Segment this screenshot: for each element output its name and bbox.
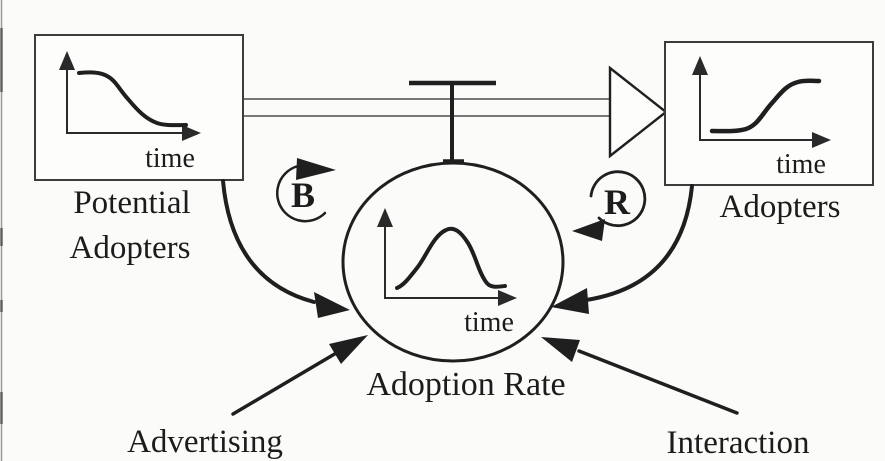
adopters-stock: time [664, 41, 874, 186]
balancing-loop-arrowhead-icon [296, 158, 336, 180]
adoption-rate-trend-chart-icon [377, 208, 517, 306]
link-advertising-to-adoption-rate [231, 335, 368, 416]
potential-adopters-label-line1: Potential [73, 185, 190, 221]
link-potential-adopters-to-adoption-rate [221, 179, 350, 318]
potential-adopters-trend-chart-icon [59, 51, 201, 141]
adoption-rate-flow-node: time [341, 161, 565, 363]
link-interaction-to-adoption-rate [541, 337, 739, 415]
adopters-trend-chart-icon [692, 56, 831, 148]
adopters-label: Adopters [720, 189, 841, 225]
flow-outflow-triangle-icon [608, 65, 668, 159]
adoption-rate-label: Adoption Rate [366, 366, 565, 403]
balancing-loop-label: B [291, 175, 315, 215]
adopters-time-axis-label: time [776, 149, 826, 180]
adoption-rate-time-axis-label: time [464, 307, 514, 338]
potential-adopters-label-line2: Adopters [70, 230, 191, 266]
interaction-label: Interaction [667, 425, 810, 461]
link-adopters-to-adoption-rate [551, 184, 694, 314]
reinforcing-loop-arrowhead-icon [572, 219, 605, 241]
reinforcing-loop-label: R [604, 182, 631, 222]
balancing-loop-marker: B [276, 158, 336, 223]
potential-adopters-time-axis-label: time [145, 143, 195, 174]
flow-pipe [243, 98, 612, 117]
reinforcing-loop-marker: R [572, 170, 647, 241]
flow-valve-icon [409, 80, 496, 163]
advertising-label: Advertising [127, 424, 283, 460]
potential-adopters-stock: time [34, 34, 244, 181]
